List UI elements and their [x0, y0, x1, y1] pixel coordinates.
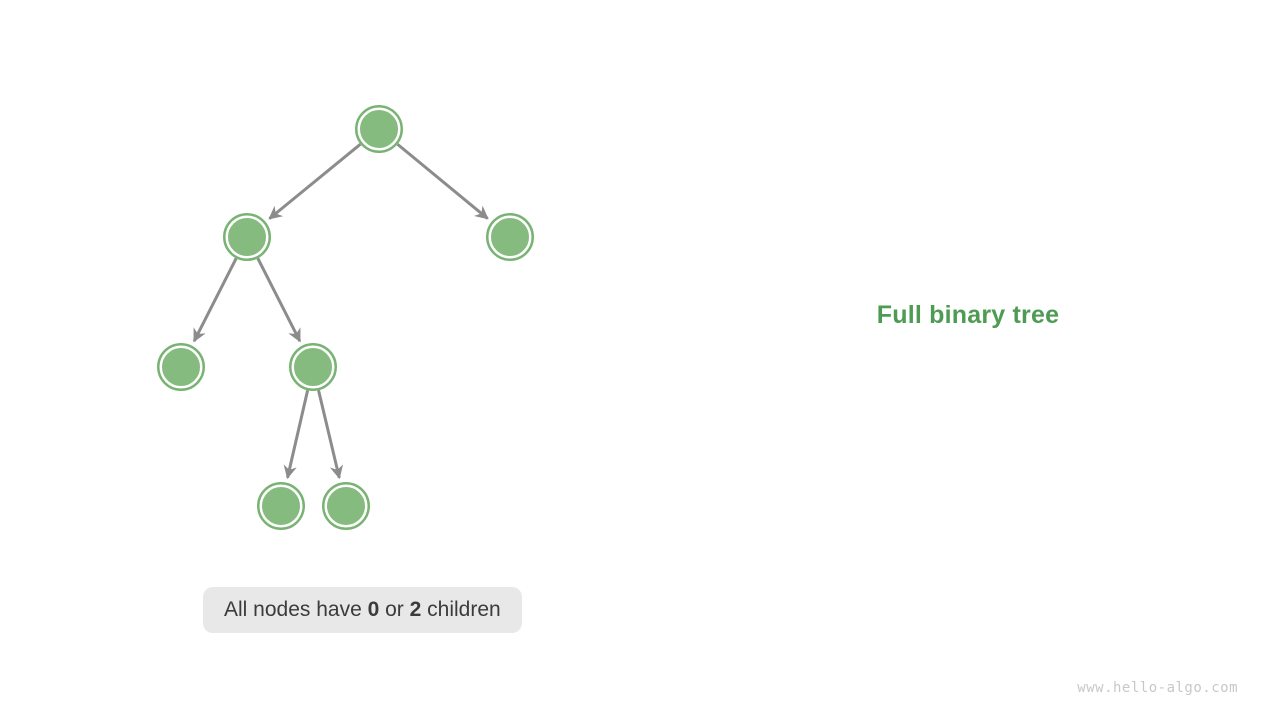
- tree-node: [486, 213, 534, 261]
- tree-edge: [317, 390, 344, 480]
- watermark: www.hello-algo.com: [1077, 680, 1238, 696]
- tree-node: [355, 105, 403, 153]
- tree-node-border: [486, 213, 534, 261]
- tree-node-border: [223, 213, 271, 261]
- tree-edge: [283, 390, 310, 480]
- tree-edge: [256, 257, 302, 343]
- tree-node-body: [489, 216, 531, 258]
- caption-box: All nodes have 0 or 2 children: [203, 587, 522, 633]
- tree-node-body: [160, 346, 202, 388]
- tree-node: [322, 482, 370, 530]
- tree-node-border: [157, 343, 205, 391]
- diagram-title: Full binary tree: [876, 301, 1060, 329]
- tree-node-border: [257, 482, 305, 530]
- tree-node: [289, 343, 337, 391]
- tree-node-body: [260, 485, 302, 527]
- tree-node-body: [292, 346, 334, 388]
- tree-edge: [268, 143, 362, 220]
- tree-node-border: [289, 343, 337, 391]
- tree-edge: [396, 143, 489, 220]
- tree-edge: [192, 257, 238, 343]
- caption-text: All nodes have 0 or 2 children: [224, 598, 501, 621]
- tree-node: [223, 213, 271, 261]
- tree-node-body: [226, 216, 268, 258]
- tree-node-border: [322, 482, 370, 530]
- tree-node-border: [355, 105, 403, 153]
- tree-node: [157, 343, 205, 391]
- tree-node-body: [325, 485, 367, 527]
- tree-node: [257, 482, 305, 530]
- tree-node-body: [358, 108, 400, 150]
